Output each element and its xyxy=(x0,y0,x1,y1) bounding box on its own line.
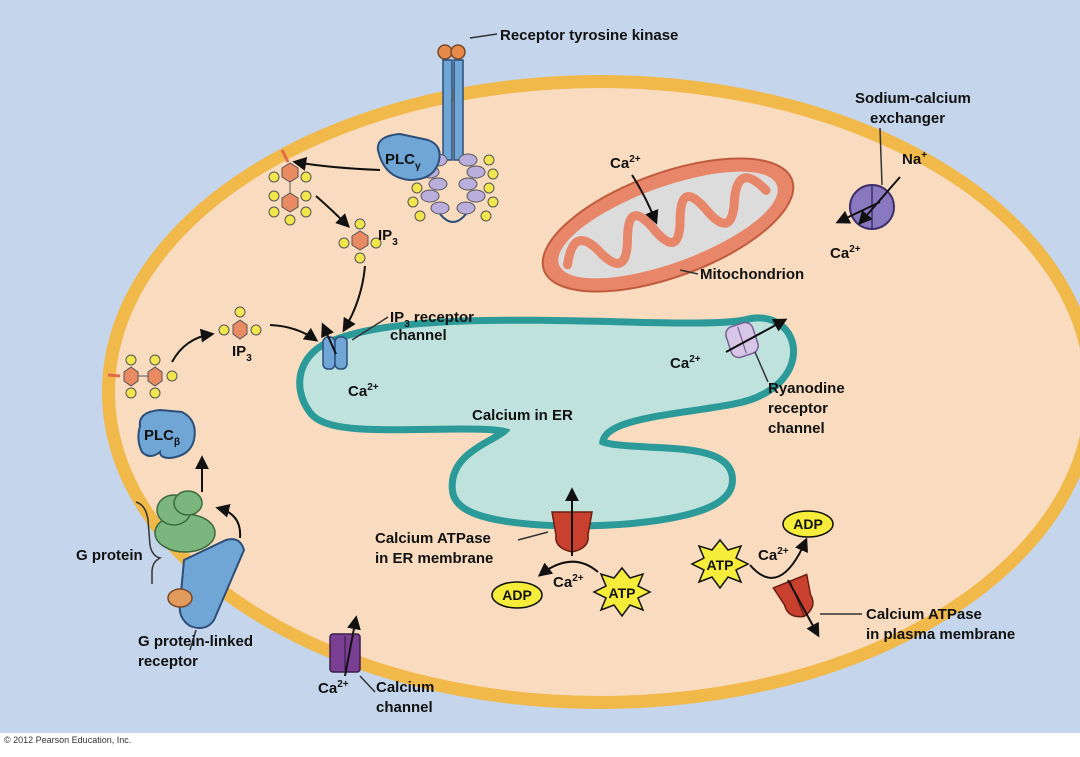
label-ca-mito: Ca2+ xyxy=(610,154,641,172)
label-atpase-pm-line2: in plasma membrane xyxy=(866,626,1015,643)
ip3-left xyxy=(218,306,262,340)
label-calcium-in-er: Calcium in ER xyxy=(472,407,573,424)
adp-oval-pm: ADP xyxy=(782,510,834,538)
label-ryanodine-line3: channel xyxy=(768,420,825,437)
adp-oval-er: ADP xyxy=(491,581,543,609)
arrow-ip3r-ca-release xyxy=(321,322,337,355)
label-ca-ryanodine: Ca2+ xyxy=(670,354,701,372)
copyright-notice: © 2012 Pearson Education, Inc. xyxy=(4,735,132,745)
svg-text:ATP: ATP xyxy=(609,585,636,601)
label-plc-beta: PLCβ xyxy=(144,427,180,448)
atp-star-er: ATP xyxy=(592,566,652,618)
label-ip3-left: IP3 xyxy=(232,343,252,364)
label-g-protein: G protein xyxy=(76,547,143,564)
arrow-serca-atp-to-adp xyxy=(537,560,599,577)
g-protein-bracket xyxy=(135,501,163,584)
arrow-plc-gamma-to-pip2 xyxy=(292,156,381,171)
label-receptor-tyrosine-kinase: Receptor tyrosine kinase xyxy=(500,27,678,44)
pip2-top xyxy=(268,149,312,226)
arrow-ryanodine-ca-release xyxy=(725,318,788,353)
label-ca-channel: Ca2+ xyxy=(318,679,349,697)
label-atpase-pm-line1: Calcium ATPase xyxy=(866,606,982,623)
svg-text:ATP: ATP xyxy=(707,557,734,573)
atp-star-pm: ATP xyxy=(690,538,750,590)
svg-text:ADP: ADP xyxy=(502,587,532,603)
label-ip3-receptor-channel: IP3 receptor xyxy=(390,309,474,330)
arrow-na-in xyxy=(858,176,901,226)
calcium-channel xyxy=(329,633,361,673)
label-gpcr-line2: receptor xyxy=(138,653,198,670)
arrow-ip3-top-to-receptor xyxy=(342,265,366,333)
label-sodium-calcium-line1: Sodium-calcium xyxy=(855,90,971,107)
label-calcium-channel-line2: channel xyxy=(376,699,433,716)
plc-beta xyxy=(137,408,196,460)
label-gpcr-line1: G protein-linked xyxy=(138,633,253,650)
arrow-calcium-channel-in xyxy=(344,615,361,677)
arrow-pmca-pump xyxy=(787,579,820,638)
label-ca-pmca: Ca2+ xyxy=(758,546,789,564)
label-calcium-channel-line1: Calcium xyxy=(376,679,434,696)
label-atpase-er-line2: in ER membrane xyxy=(375,550,493,567)
arrow-receptor-to-gprotein xyxy=(215,503,242,539)
arrow-pip2-left-to-ip3 xyxy=(171,328,215,363)
label-ca-ip3r: Ca2+ xyxy=(348,382,379,400)
g-protein-linked-receptor xyxy=(167,538,246,629)
ip3-top xyxy=(338,218,382,264)
label-sodium-calcium-line2: exchanger xyxy=(870,110,945,127)
arrow-pip2-to-ip3-top xyxy=(315,195,350,228)
arrow-pmca-atp-to-adp xyxy=(749,537,808,579)
label-mitochondrion: Mitochondrion xyxy=(700,266,804,283)
arrow-ip3-left-to-receptor xyxy=(269,324,319,342)
g-protein xyxy=(154,490,216,553)
pip2-left xyxy=(107,354,178,399)
label-ca-exchanger: Ca2+ xyxy=(830,244,861,262)
label-ryanodine-line1: Ryanodine xyxy=(768,380,845,397)
arrow-ca-out xyxy=(835,201,881,224)
label-na: Na+ xyxy=(902,150,927,168)
mitochondrion xyxy=(541,157,795,293)
svg-text:ADP: ADP xyxy=(793,516,823,532)
label-ip3-top: IP3 xyxy=(378,227,398,248)
arrow-ca-into-mito xyxy=(631,174,659,225)
label-ip3-receptor-channel-line2: channel xyxy=(390,327,447,344)
label-ca-serca: Ca2+ xyxy=(553,573,584,591)
label-plc-gamma: PLCγ xyxy=(385,151,421,172)
plc-gamma xyxy=(376,132,441,182)
label-ryanodine-line2: receptor xyxy=(768,400,828,417)
label-atpase-er-line1: Calcium ATPase xyxy=(375,530,491,547)
